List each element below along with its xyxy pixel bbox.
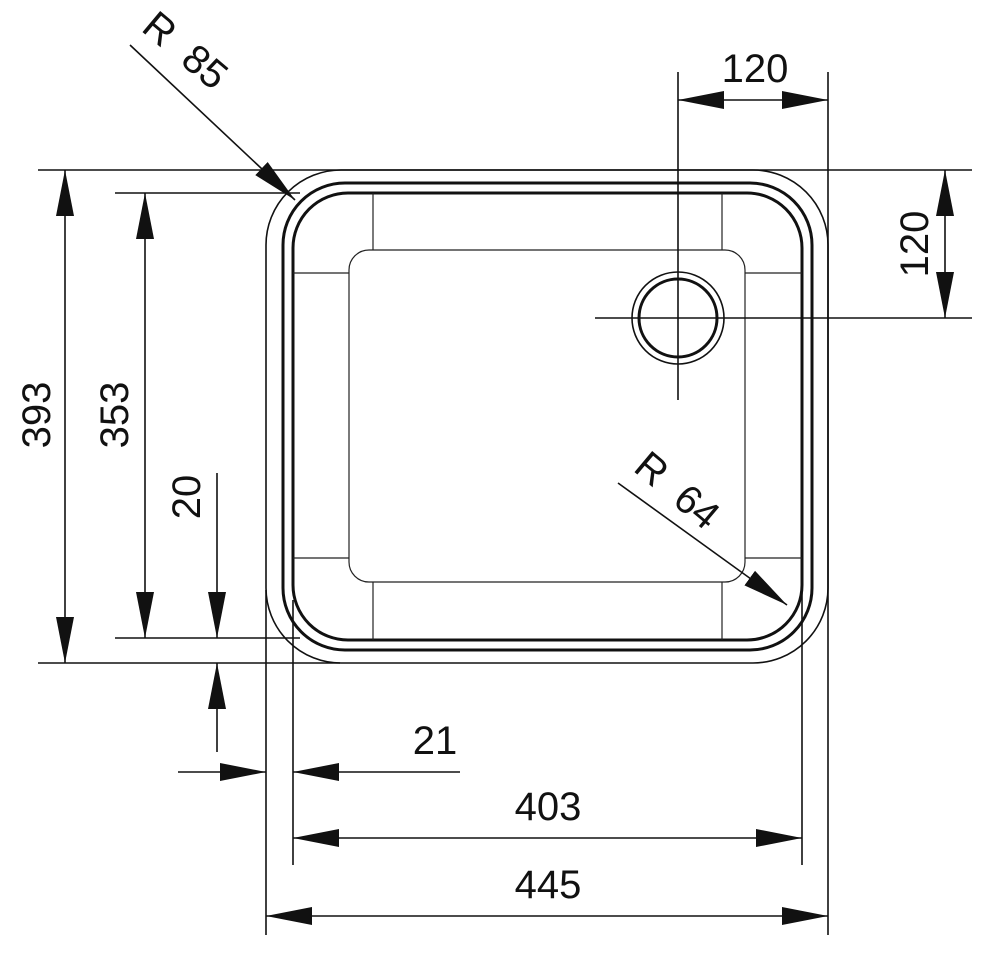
dimension-lines xyxy=(56,44,954,925)
label-20: 20 xyxy=(165,475,209,520)
leader-r64 xyxy=(617,482,788,606)
sink-body xyxy=(265,169,829,664)
label-r85: R 85 xyxy=(134,3,236,98)
label-353: 353 xyxy=(93,382,137,449)
label-120-right: 120 xyxy=(893,211,937,278)
sink-bowl-bottom xyxy=(348,249,746,583)
label-445: 445 xyxy=(515,863,582,907)
label-21: 21 xyxy=(413,719,458,763)
label-r64: R 64 xyxy=(626,443,728,538)
sink-rim-line xyxy=(281,181,814,652)
extension-lines xyxy=(38,72,972,935)
label-393: 393 xyxy=(15,382,59,449)
sink-bowl-edge xyxy=(291,191,804,642)
label-120-top: 120 xyxy=(722,47,789,91)
bowl-facet-lines xyxy=(293,193,802,640)
sink-outer-rim xyxy=(265,169,829,664)
label-403: 403 xyxy=(515,785,582,829)
leader-r85 xyxy=(129,44,296,201)
